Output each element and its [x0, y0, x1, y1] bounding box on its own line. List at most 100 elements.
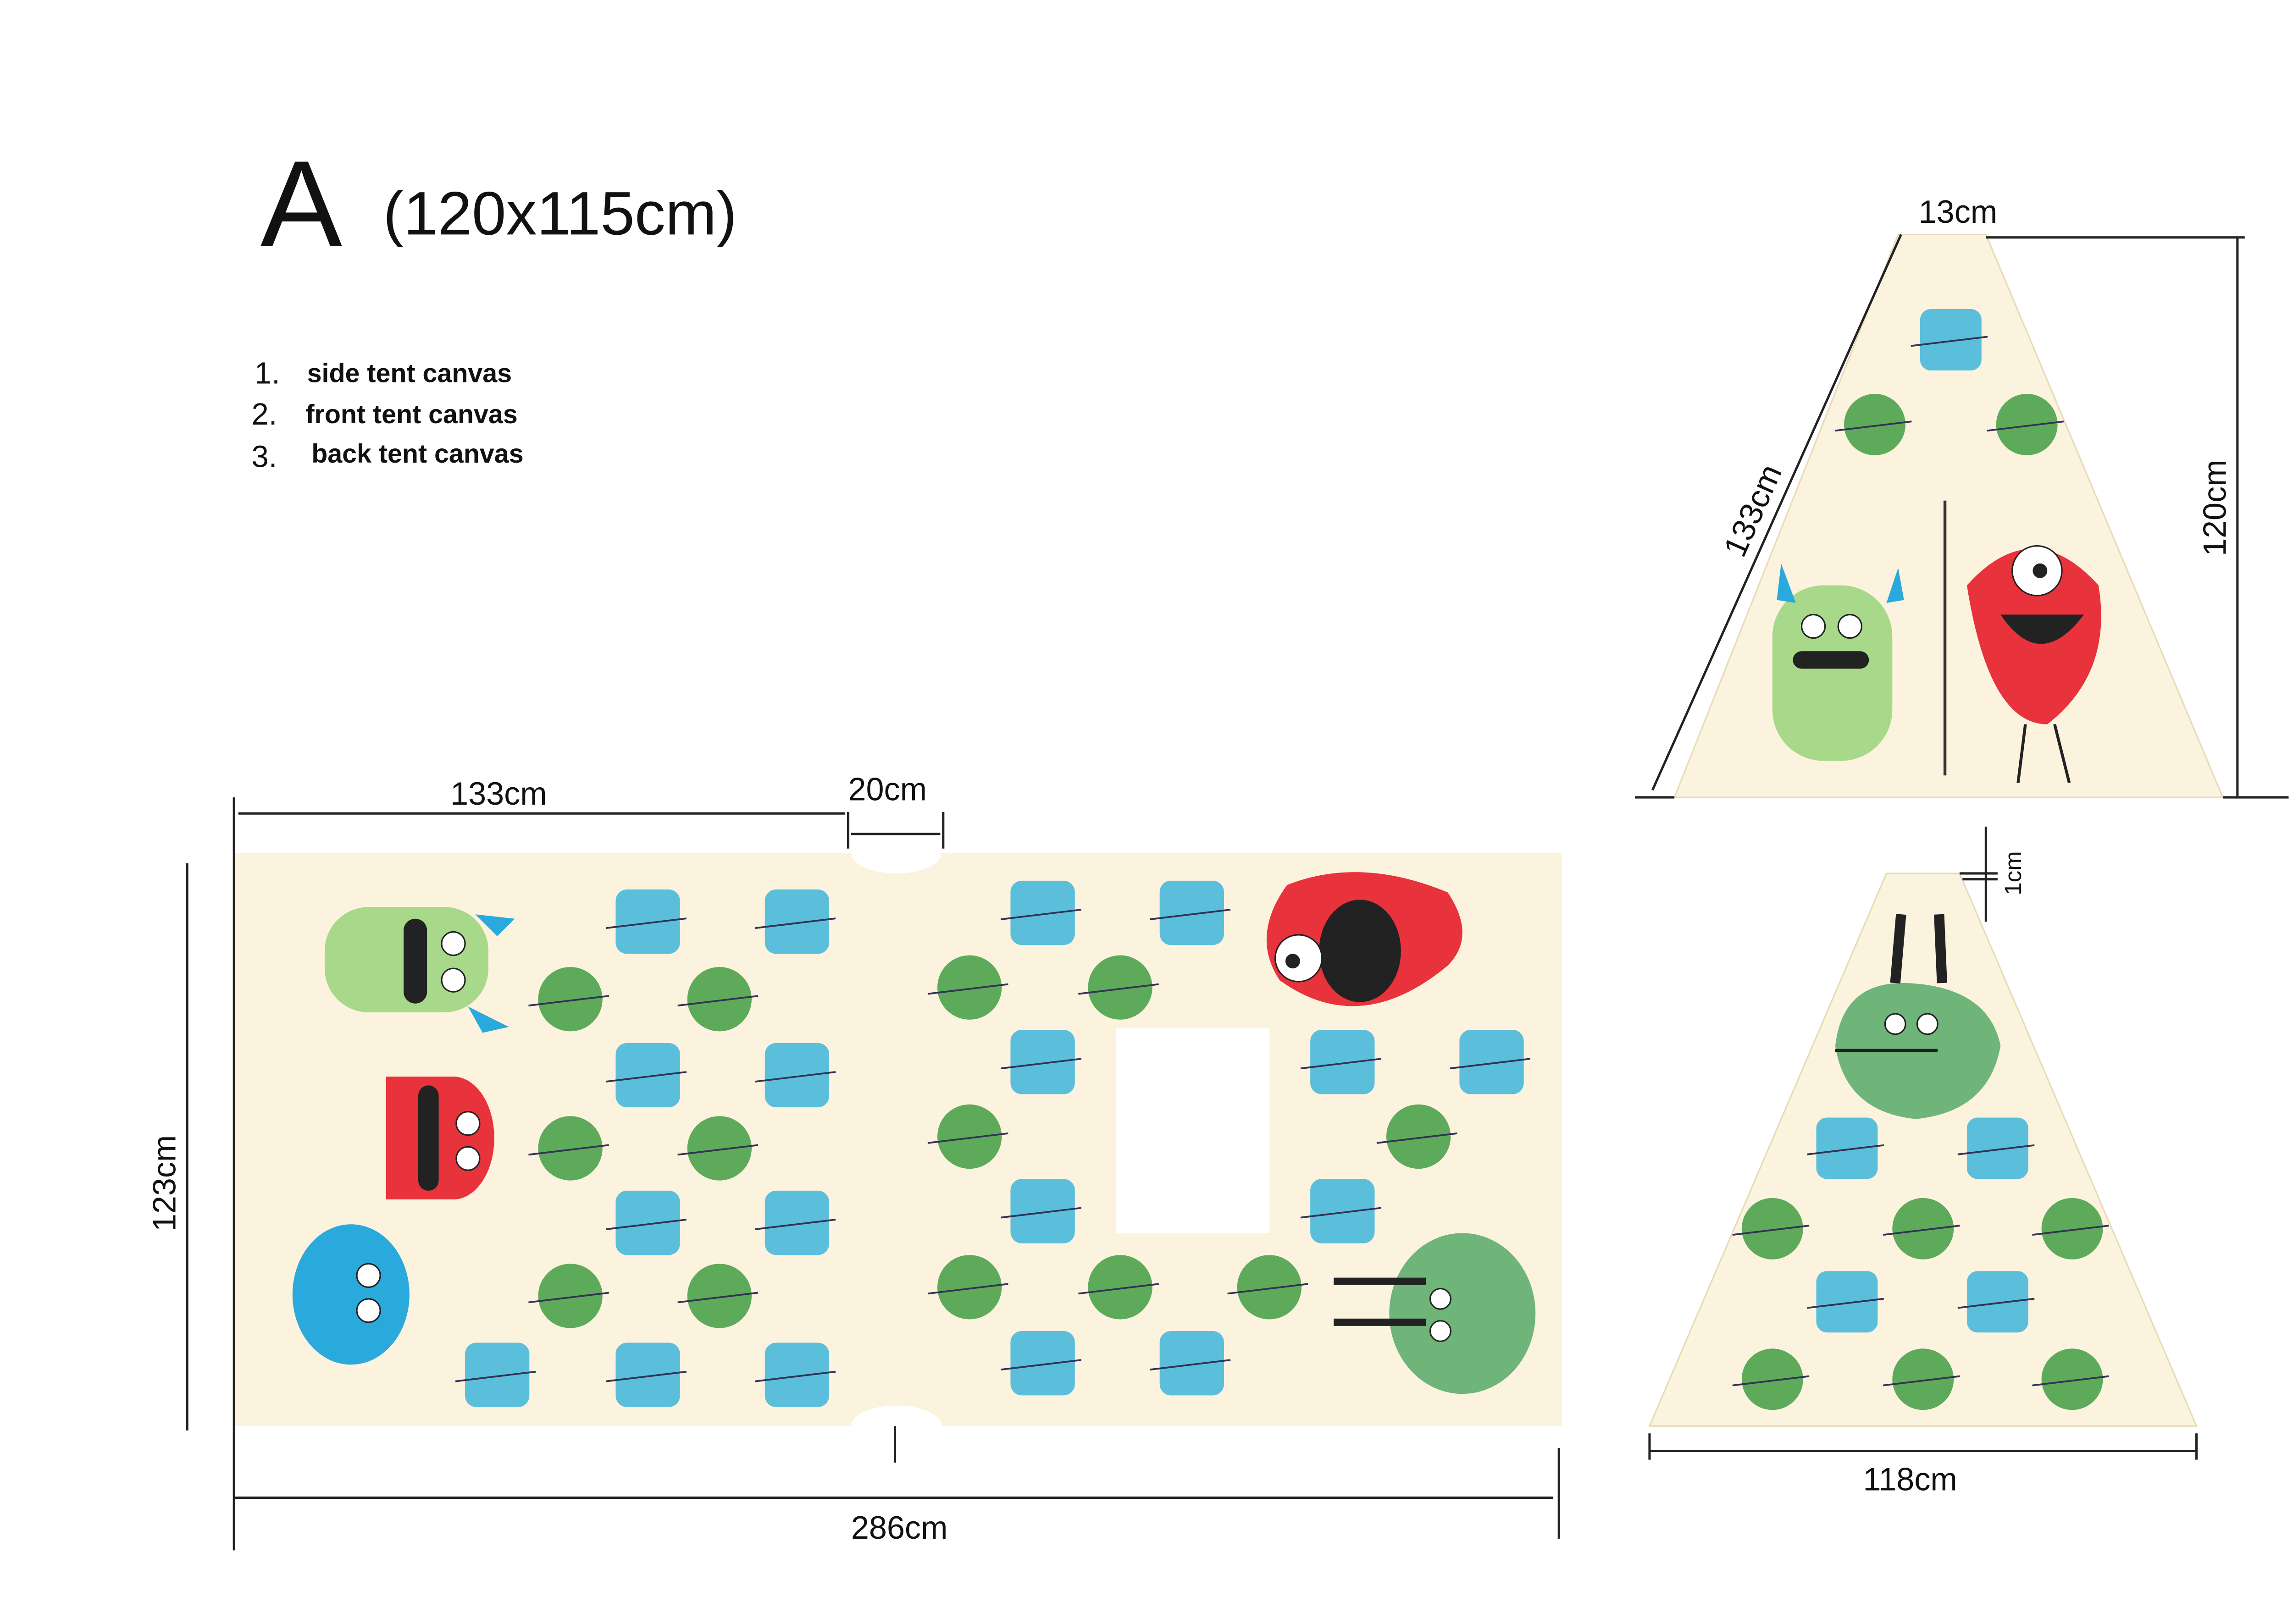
- green-horned-monster-icon: [1772, 563, 1904, 761]
- blue-leaf-icon: [1816, 1117, 1878, 1179]
- leaf-stem: [1376, 1132, 1457, 1144]
- red-cyclops-monster-front-icon: [1966, 545, 2101, 783]
- green-leaf-icon: [687, 967, 752, 1032]
- leaf-stem: [677, 1292, 759, 1304]
- leaf-stem: [528, 1144, 609, 1156]
- dim-front-height: 120cm: [2196, 459, 2232, 556]
- leaf-stem: [1987, 420, 2064, 432]
- green-leaf-icon: [687, 1116, 752, 1181]
- green-leaf-icon: [1996, 394, 2058, 455]
- red-cyclops-monster-icon: [1266, 872, 1462, 1006]
- blue-leaf-icon: [1310, 1179, 1375, 1243]
- leaf-stem: [677, 995, 759, 1007]
- legend-num-3: 3.: [251, 439, 277, 474]
- green-leaf-icon: [1741, 1348, 1803, 1410]
- green-leaf-icon: [2041, 1348, 2103, 1410]
- back-canvas-panel: [1648, 873, 2198, 1427]
- side-canvas-window: [1116, 1028, 1269, 1233]
- leaf-stem: [1300, 1058, 1381, 1070]
- leaf-stem: [1001, 1207, 1082, 1219]
- green-leaf-icon: [538, 1116, 603, 1181]
- green-leaf-icon: [1844, 394, 1905, 455]
- dim-front-top: 13cm: [1919, 193, 1998, 230]
- green-hairy-monster-icon: [1334, 1233, 1536, 1394]
- blue-leaf-icon: [1966, 1117, 2028, 1179]
- front-tent-canvas: 13cm 133cm 120cm: [1635, 193, 2289, 799]
- leaf-stem: [1001, 909, 1082, 920]
- legend-label-3: back tent canvas: [311, 439, 523, 469]
- blue-leaf-icon: [1010, 1331, 1075, 1396]
- blue-leaf-icon: [1816, 1271, 1878, 1333]
- green-leaf-icon: [1741, 1198, 1803, 1259]
- leaf-stem: [606, 1071, 687, 1083]
- blue-monster-icon: [292, 1224, 410, 1365]
- leaf-stem: [606, 1370, 687, 1382]
- leaf-stem: [1150, 1359, 1231, 1371]
- dim-panel-width: 133cm: [450, 775, 547, 812]
- blue-leaf-icon: [1010, 880, 1075, 945]
- leaf-stem: [1300, 1207, 1381, 1219]
- leaf-stem: [528, 995, 609, 1007]
- blue-leaf-icon: [1159, 1331, 1224, 1396]
- green-leaf-icon: [1386, 1104, 1451, 1169]
- blue-leaf-icon: [615, 1342, 680, 1407]
- side-dimensions: 133cm 20cm 123cm 286cm: [146, 771, 1560, 1551]
- leaf-stem: [1911, 336, 1988, 347]
- leaf-stem: [1227, 1283, 1308, 1295]
- green-leaf-icon: [937, 1255, 1002, 1320]
- blue-leaf-icon: [465, 1342, 530, 1407]
- leaf-stem: [1732, 1225, 1810, 1236]
- side-tent-canvas: [234, 853, 1562, 1426]
- green-leaf-icon: [1088, 955, 1152, 1020]
- green-leaf-icon: [1892, 1198, 1954, 1259]
- leaf-stem: [1078, 983, 1159, 995]
- green-monster-icon: [324, 907, 515, 1033]
- model-letter: A: [260, 135, 343, 272]
- blue-leaf-icon: [1010, 1179, 1075, 1243]
- green-leaf-icon: [1237, 1255, 1302, 1320]
- leaf-stem: [1957, 1144, 2035, 1155]
- blue-leaf-icon: [1159, 880, 1224, 945]
- blue-leaf-icon: [764, 1190, 830, 1255]
- legend-label-2: front tent canvas: [305, 400, 517, 429]
- leaf-stem: [1732, 1375, 1810, 1386]
- leaf-stem: [1834, 420, 1912, 432]
- blue-leaf-icon: [615, 1043, 680, 1108]
- back-leaves: [1732, 1117, 2110, 1410]
- leaf-stem: [677, 1144, 759, 1156]
- green-leaf-icon: [1892, 1348, 1954, 1410]
- legend-label-1: side tent canvas: [307, 359, 512, 388]
- red-monster-icon: [386, 1077, 494, 1200]
- blue-leaf-icon: [1310, 1030, 1375, 1094]
- leaf-stem: [1001, 1058, 1082, 1070]
- leaf-stem: [606, 1219, 687, 1230]
- blue-leaf-icon: [764, 889, 830, 954]
- green-leaf-icon: [937, 1104, 1002, 1169]
- green-leaf-icon: [937, 955, 1002, 1020]
- back-tent-canvas: 1cm 118cm: [1648, 826, 2198, 1497]
- leaf-stem: [755, 1370, 836, 1382]
- leaf-stem: [2032, 1225, 2110, 1236]
- green-leaf-icon: [2041, 1198, 2103, 1259]
- leaf-stem: [1883, 1375, 1960, 1386]
- leaf-stem: [927, 1283, 1008, 1295]
- leaf-stem: [755, 917, 836, 929]
- blue-leaf-icon: [1966, 1271, 2028, 1333]
- leaf-stem: [1807, 1144, 1884, 1155]
- leaf-stem: [755, 1071, 836, 1083]
- green-leaf-icon: [687, 1264, 752, 1328]
- front-leaves: [1834, 309, 2064, 455]
- leaf-stem: [1807, 1298, 1884, 1309]
- leaf-stem: [2032, 1375, 2110, 1386]
- legend-num-1: 1.: [255, 356, 280, 391]
- leaf-stem: [1957, 1298, 2035, 1309]
- leaf-stem: [1450, 1058, 1530, 1070]
- leaf-stem: [455, 1370, 536, 1382]
- model-size: (120x115cm): [383, 179, 737, 248]
- leaf-stem: [606, 917, 687, 929]
- dim-total-width: 286cm: [851, 1509, 948, 1546]
- legend: 1. side tent canvas 2. front tent canvas…: [251, 356, 523, 474]
- blue-leaf-icon: [764, 1043, 830, 1108]
- dim-back-base: 118cm: [1863, 1461, 1957, 1497]
